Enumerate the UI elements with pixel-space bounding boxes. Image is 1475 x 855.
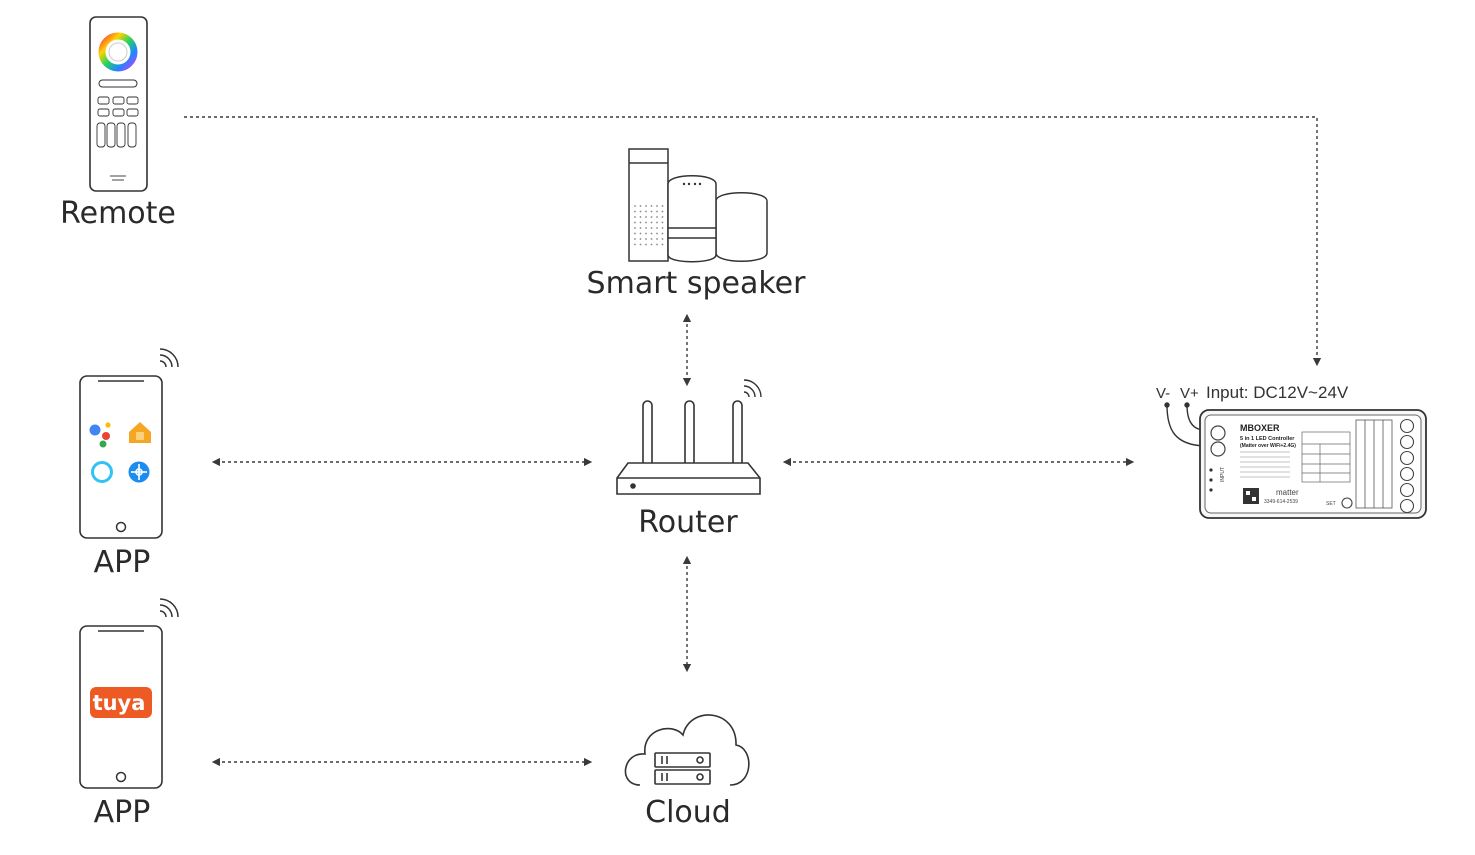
speaker-grille-dot (650, 238, 653, 240)
controller-subtitle-line: (Matter over WiFi+2.4G) (1240, 443, 1296, 449)
speaker-grille-dot (661, 216, 664, 218)
power-wires (1164, 402, 1206, 447)
speaker-grille-dot (645, 216, 647, 218)
tuya-logo-badge (90, 687, 152, 718)
speaker-grille-dot (661, 243, 664, 246)
remote-label: Remote (60, 196, 176, 231)
speaker-grille-dot (656, 238, 658, 240)
controller-input-label: Input: DC12V~24V (1206, 383, 1349, 402)
speaker-grille-dot (656, 221, 658, 224)
controller-title-line: 5 in 1 LED Controller (1240, 436, 1295, 442)
connector-remote-controller (184, 116, 1322, 367)
speaker-grille-dot (634, 238, 636, 240)
controller-vminus-label: V- (1156, 385, 1171, 402)
speaker-grille-dot (656, 216, 658, 218)
speaker-grille-dot (656, 205, 658, 207)
smart-speaker-icon (628, 148, 768, 263)
controller-vplus-label: V+ (1180, 385, 1199, 402)
speaker-grille-dot (639, 221, 642, 224)
controller-set-text: SET (1326, 501, 1336, 507)
speaker-grille-dot (650, 227, 653, 229)
speaker-grille-dot (656, 232, 658, 235)
smartphone-assistants-icon (79, 348, 179, 539)
speaker-grille-dot (661, 232, 664, 235)
led-controller-icon: MBOXER 5 in 1 LED Controller (Matter ove… (1164, 402, 1427, 519)
speaker-grille-dot (661, 205, 664, 207)
cloud-label: Cloud (645, 795, 731, 830)
speaker-grille-dot (656, 210, 658, 213)
smartthings-icon (128, 461, 150, 483)
router-label: Router (638, 505, 738, 540)
speaker-grille-dot (645, 232, 647, 235)
connector-lines (184, 116, 1322, 767)
google-home-icon (129, 422, 151, 443)
speaker-grille-dot (639, 243, 642, 246)
speaker-grille-dot (650, 205, 653, 207)
speaker-grille-dot (639, 238, 642, 240)
cloud-server-icon (624, 714, 750, 786)
google-assistant-icon (89, 422, 111, 448)
qr-code (1243, 488, 1259, 504)
app-assistants-label: APP (93, 545, 151, 580)
speaker-grille-dot (634, 227, 636, 229)
alexa-icon (91, 461, 113, 483)
speaker-grille-dot (639, 205, 642, 207)
speaker-grille-dot (656, 227, 658, 229)
speaker-label: Smart speaker (586, 266, 806, 301)
speaker-grille-dot (634, 216, 636, 218)
speaker-grille-dot (645, 227, 647, 229)
tuya-logo-text: tuya (93, 691, 146, 715)
speaker-grille-dot (634, 243, 636, 246)
wifi-router-icon (616, 379, 762, 495)
speaker-grille-dot (650, 210, 653, 213)
speaker-grille-dot (634, 221, 636, 224)
speaker-grille-dot (645, 221, 647, 224)
speaker-grille-dot (634, 232, 636, 235)
speaker-grille-dot (639, 216, 642, 218)
speaker-grille-dot (645, 243, 647, 246)
speaker-grille-dot (661, 221, 664, 224)
speaker-grille-dot (661, 238, 664, 240)
speaker-grille-dot (661, 210, 664, 213)
speaker-grille-dot (639, 232, 642, 235)
controller-matter-text: matter (1276, 488, 1299, 497)
speaker-grille-dot (656, 243, 658, 246)
controller-input-text: INPUT (1220, 467, 1226, 482)
speaker-grille-dot (645, 205, 647, 207)
speaker-grille-dot (634, 205, 636, 207)
speaker-grille-dot (650, 216, 653, 218)
controller-code-text: 3349-614-2539 (1264, 499, 1298, 505)
speaker-grille-dot (634, 210, 636, 213)
remote-control-icon (89, 16, 148, 192)
speaker-grille-dot (645, 238, 647, 240)
speaker-grille-dot (661, 227, 664, 229)
smartphone-tuya-icon (79, 598, 179, 789)
speaker-grille-dot (639, 227, 642, 229)
speaker-grille-dot (650, 221, 653, 224)
app-tuya-label: APP (93, 795, 151, 830)
speaker-grille-dot (650, 232, 653, 235)
speaker-grille-dot (645, 210, 647, 213)
speaker-grille-dot (650, 243, 653, 246)
speaker-grille-dot (639, 210, 642, 213)
controller-brand: MBOXER (1240, 423, 1280, 433)
